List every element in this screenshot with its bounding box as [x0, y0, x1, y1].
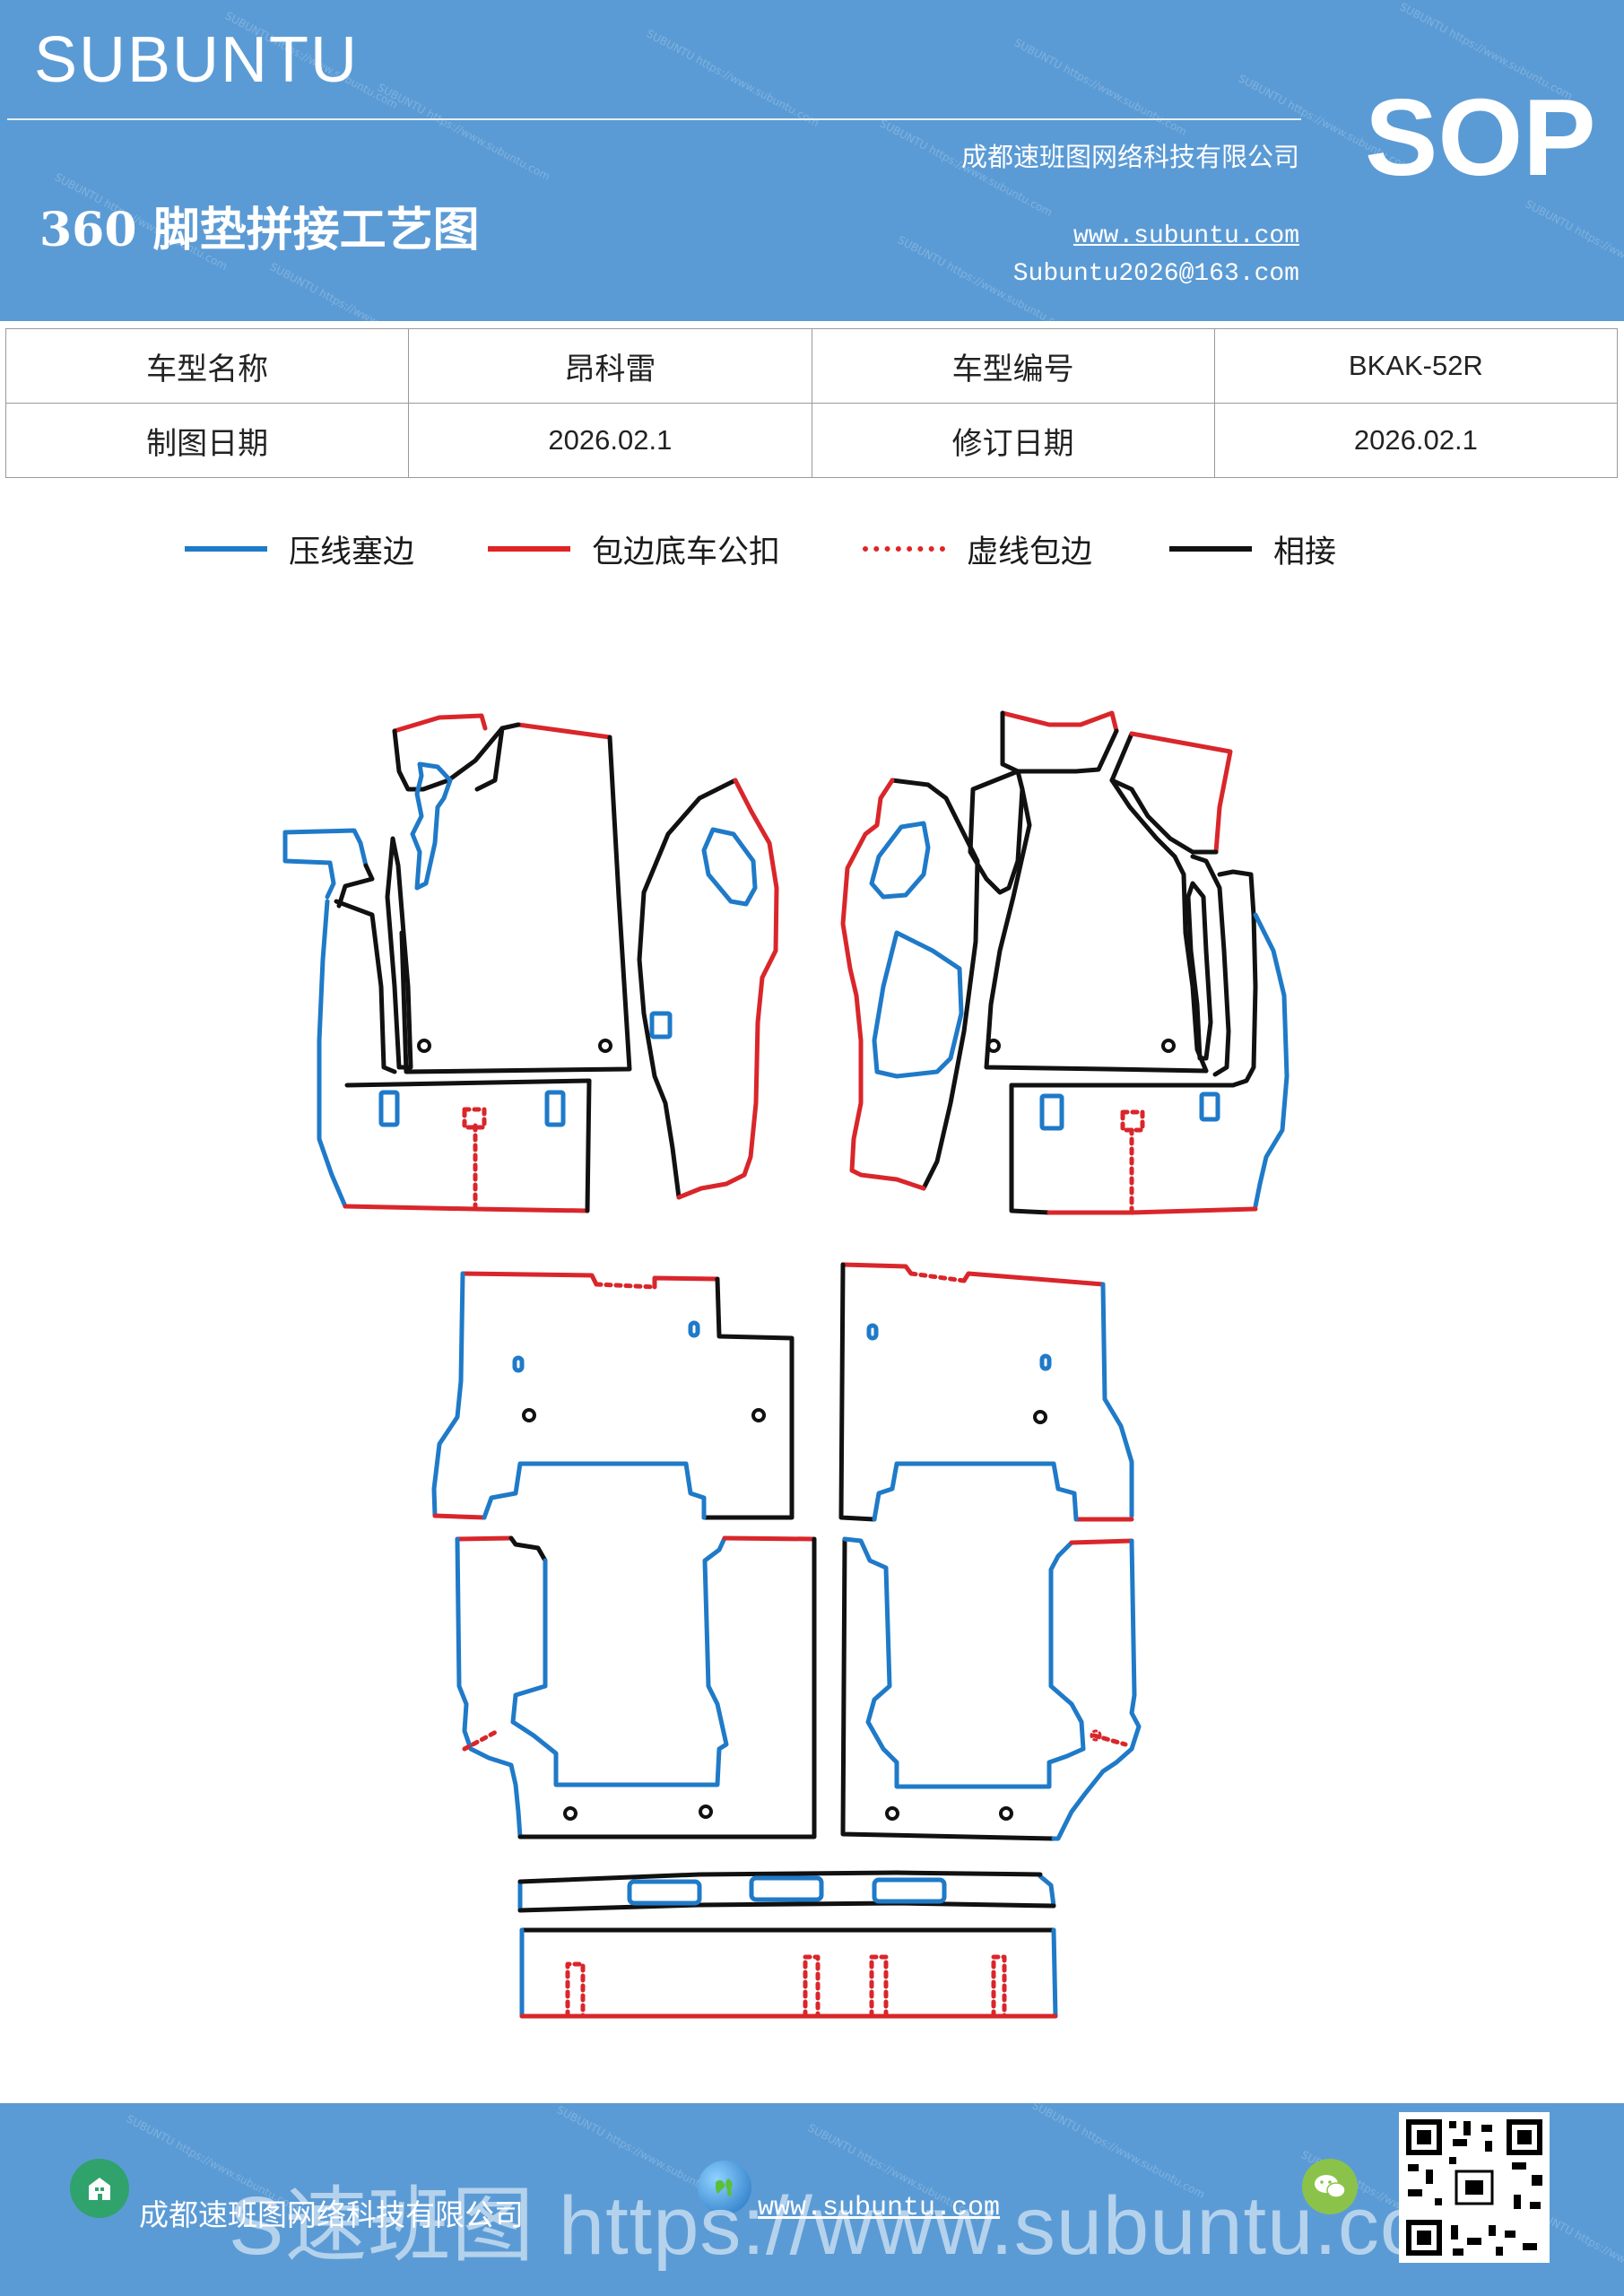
legend-label: 包边底车公扣: [592, 534, 781, 570]
trunk-mat: [519, 1927, 1058, 2019]
page-footer: SUBUNTU https://www.subuntu.com SUBUNTU …: [0, 2103, 1624, 2296]
contact-email[interactable]: Subuntu2026@163.com: [1012, 260, 1299, 288]
table-label: 制图日期: [4, 403, 410, 478]
table-value: BKAK-52R: [1213, 328, 1619, 404]
table-value: 2026.02.1: [1213, 403, 1619, 478]
brand-name: SUBUNTU: [34, 24, 360, 96]
qr-code: [1399, 2112, 1550, 2263]
legend-label: 虚线包边: [967, 534, 1093, 570]
legend-label: 相接: [1273, 534, 1337, 570]
black-line-swatch: [1169, 546, 1252, 552]
mat-third-row-left: [455, 1535, 817, 1839]
mat-third-row-right: [840, 1536, 1142, 1841]
footer-overlay-text: S速班图 https://www.subuntu.com: [229, 2180, 1497, 2272]
footer-company: 成都速班图网络科技有限公司: [139, 2197, 524, 2232]
floor-mat-diagram: [282, 710, 1290, 2019]
footer-website-link[interactable]: www.subuntu.com: [758, 2193, 1001, 2223]
door-panel-left: [637, 778, 779, 1200]
legend-item: 相接: [1169, 526, 1336, 572]
sop-badge: SOP: [1365, 76, 1596, 198]
website-link[interactable]: www.subuntu.com: [1073, 222, 1299, 250]
table-row: 制图日期 2026.02.1 修订日期 2026.02.1: [4, 403, 1619, 478]
mat-front-left: [282, 713, 632, 1213]
line-legend: 压线塞边 包边底车公扣 虚线包边 相接: [0, 526, 1624, 572]
legend-label: 压线塞边: [289, 534, 415, 570]
table-row: 车型名称 昂科雷 车型编号 BKAK-52R: [4, 328, 1619, 404]
vehicle-info-table: 车型名称 昂科雷 车型编号 BKAK-52R 制图日期 2026.02.1 修订…: [4, 328, 1619, 478]
mat-front-right: [840, 710, 1290, 1215]
header-divider: [7, 118, 1301, 120]
table-label: 车型名称: [4, 328, 410, 404]
building-icon: [70, 2159, 129, 2218]
mat-second-row-right: [838, 1262, 1134, 1522]
table-label: 修订日期: [811, 403, 1215, 478]
globe-icon: [698, 2161, 751, 2214]
legend-item: 虚线包边: [863, 526, 1092, 572]
company-name: 成都速班图网络科技有限公司: [960, 142, 1299, 172]
wechat-icon: [1302, 2159, 1358, 2214]
legend-item: 包边底车公扣: [488, 526, 780, 572]
red-line-swatch: [488, 546, 570, 552]
red-dotted-swatch: [863, 546, 945, 552]
legend-item: 压线塞边: [185, 526, 414, 572]
rear-strip: [517, 1870, 1056, 1913]
table-value: 昂科雷: [408, 328, 812, 404]
blue-line-swatch: [185, 546, 267, 552]
table-label: 车型编号: [811, 328, 1215, 404]
table-value: 2026.02.1: [408, 403, 812, 478]
page-title: 360 脚垫拼接工艺图: [39, 203, 480, 257]
mat-second-row-left: [431, 1271, 795, 1520]
